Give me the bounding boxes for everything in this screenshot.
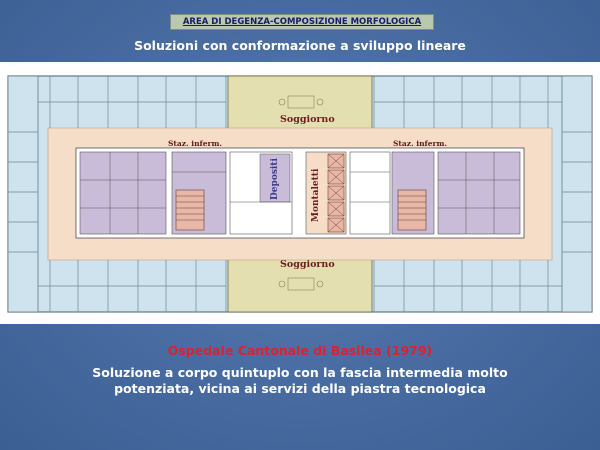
section-header: AREA DI DEGENZA-COMPOSIZIONE MORFOLOGICA (170, 14, 434, 30)
label-montaletti: Montaletti (311, 168, 321, 222)
description: Soluzione a corpo quintuplo con la fasci… (60, 365, 540, 397)
label-soggiorno-bottom: Soggiorno (280, 259, 335, 270)
description-line-1: Soluzione a corpo quintuplo con la fasci… (92, 365, 508, 380)
hospital-name: Ospedale Cantonale di Basilea (1979) (167, 343, 433, 358)
slide-subtitle: Soluzioni con conformazione a sviluppo l… (134, 38, 466, 53)
floor-plan: Soggiorno Soggiorno Staz. inferm. Staz. … (0, 62, 600, 324)
label-soggiorno-top: Soggiorno (280, 114, 335, 125)
description-line-2: potenziata, vicina ai servizi della pias… (114, 381, 486, 396)
label-depositi: Depositi (270, 158, 280, 200)
label-staz-inferm-left: Staz. inferm. (168, 139, 222, 148)
label-staz-inferm-right: Staz. inferm. (393, 139, 447, 148)
